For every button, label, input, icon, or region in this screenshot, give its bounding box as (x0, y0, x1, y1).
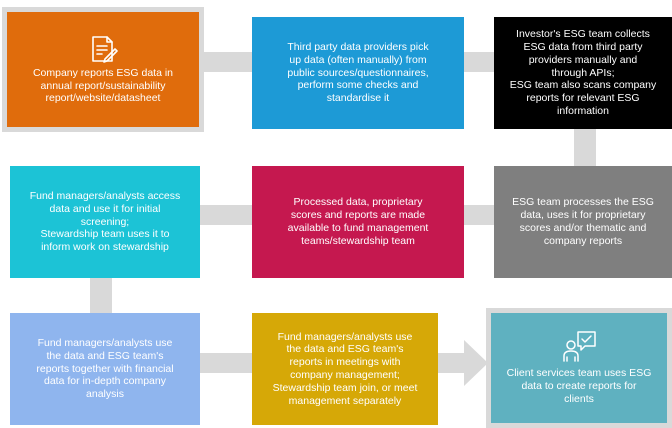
step-in-depth-analysis: Fund managers/analysts use the data and … (10, 313, 200, 425)
step-esg-team-processes: ESG team processes the ESG data, uses it… (494, 166, 672, 278)
step-esg-team-processes-text: ESG team processes the ESG data, uses it… (512, 196, 654, 247)
step-third-party-providers-text: Third party data providers pick up data … (287, 41, 429, 105)
step-third-party-providers: Third party data providers pick up data … (252, 17, 464, 129)
step-client-reports-text: Client services team uses ESG data to cr… (506, 367, 652, 405)
connector-left-vertical (90, 270, 112, 318)
document-edit-icon (88, 34, 118, 64)
step-initial-screening: Fund managers/analysts access data and u… (10, 166, 200, 278)
step-management-meetings: Fund managers/analysts use the data and … (252, 313, 438, 425)
person-chat-icon (561, 330, 597, 364)
step-investor-esg-team: Investor's ESG team collects ESG data fr… (494, 17, 672, 129)
step-company-reports: Company reports ESG data in annual repor… (2, 7, 204, 132)
step-management-meetings-text: Fund managers/analysts use the data and … (272, 330, 418, 407)
step-processed-data: Processed data, proprietary scores and r… (252, 166, 464, 278)
connector-row3 (180, 353, 270, 373)
step-client-reports: Client services team uses ESG data to cr… (486, 308, 672, 428)
step-investor-esg-team-text: Investor's ESG team collects ESG data fr… (509, 28, 657, 117)
step-processed-data-text: Processed data, proprietary scores and r… (287, 196, 429, 247)
step-in-depth-analysis-text: Fund managers/analysts use the data and … (36, 337, 174, 401)
flow-arrow-icon (438, 340, 488, 386)
step-company-reports-text: Company reports ESG data in annual repor… (32, 66, 174, 105)
connector-right-vertical (574, 120, 596, 175)
step-initial-screening-text: Fund managers/analysts access data and u… (29, 190, 181, 254)
